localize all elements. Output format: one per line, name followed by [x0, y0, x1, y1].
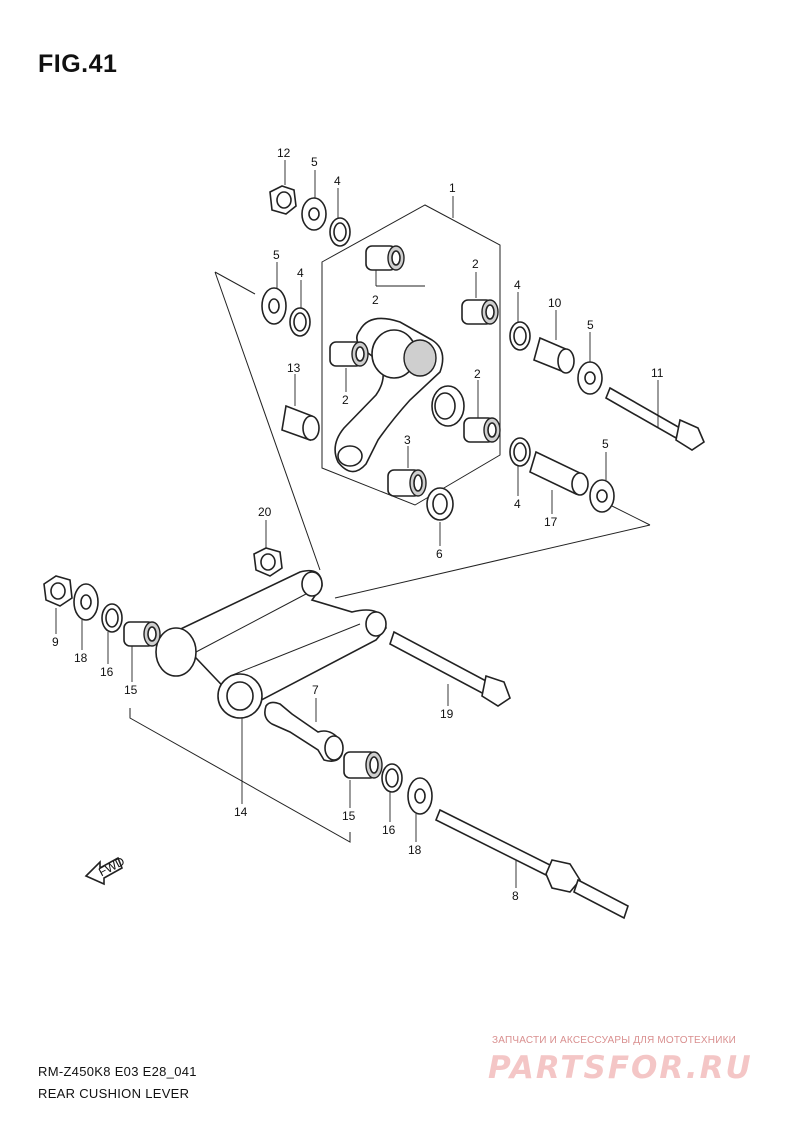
assembly-group-outline [321, 204, 501, 506]
callout-20: 20 [258, 505, 272, 519]
needle-bearing [461, 299, 499, 325]
fwd-arrow-icon: FWD [84, 854, 127, 886]
bolt [389, 630, 511, 707]
watermark-logo: PARTSFOR.RU [488, 1050, 753, 1086]
callout-4: 4 [334, 174, 341, 188]
callout-17: 17 [544, 515, 558, 529]
callout-19: 19 [440, 707, 454, 721]
bolt [604, 386, 705, 451]
callout-4: 4 [514, 497, 521, 511]
washer [407, 777, 433, 815]
through-bolt [434, 808, 629, 920]
washer [261, 287, 287, 325]
spacer [533, 336, 575, 374]
lock-nut [269, 185, 297, 215]
callout-7: 7 [312, 683, 319, 697]
callout-2: 2 [472, 257, 479, 271]
dust-seal [509, 437, 531, 467]
callout-15: 15 [342, 809, 356, 823]
washer [73, 583, 99, 621]
callout-11: 11 [651, 366, 664, 380]
callout-18: 18 [408, 843, 422, 857]
dust-seal [509, 321, 531, 351]
washer [589, 479, 615, 513]
dust-seal [329, 217, 351, 247]
callout-10: 10 [548, 296, 562, 310]
washer [301, 197, 327, 231]
collar-sleeve [264, 701, 344, 762]
lock-nut [43, 575, 73, 607]
needle-bearing [329, 341, 369, 367]
callout-2: 2 [372, 293, 379, 307]
needle-bearing [365, 245, 405, 271]
spacer-long [529, 450, 589, 496]
lower-bracket-outline [129, 708, 351, 843]
callout-1: 1 [449, 181, 456, 195]
cushion-rod [155, 569, 387, 719]
leader-lines [55, 160, 659, 888]
needle-bearing [463, 417, 501, 443]
needle-bearing [123, 621, 161, 647]
callout-13: 13 [287, 361, 301, 375]
callout-4: 4 [514, 278, 521, 292]
callout-6: 6 [436, 547, 443, 561]
callout-2: 2 [342, 393, 349, 407]
callout-16: 16 [382, 823, 396, 837]
needle-bearing [343, 751, 383, 779]
dust-seal [381, 763, 403, 793]
callout-14: 14 [234, 805, 248, 819]
callout-labels: 1 12 5 4 5 4 2 2 2 2 3 4 10 5 11 13 4 17… [52, 146, 664, 903]
callout-12: 12 [277, 146, 291, 160]
callout-5: 5 [587, 318, 594, 332]
fwd-label: FWD [96, 854, 127, 879]
callout-16: 16 [100, 665, 114, 679]
callout-9: 9 [52, 635, 59, 649]
upper-bracket-leader [214, 271, 651, 599]
spacer [281, 404, 320, 442]
dust-seal [289, 307, 311, 337]
lock-nut [253, 547, 283, 577]
callout-2: 2 [474, 367, 481, 381]
callout-5: 5 [602, 437, 609, 451]
callout-3: 3 [404, 433, 411, 447]
needle-bearing-lower [387, 469, 427, 497]
cushion-lever [334, 317, 465, 473]
callout-4: 4 [297, 266, 304, 280]
dust-seal [101, 603, 123, 633]
callout-8: 8 [512, 889, 519, 903]
oil-seal [426, 487, 454, 521]
callout-5: 5 [273, 248, 280, 262]
washer [577, 361, 603, 395]
callout-5: 5 [311, 155, 318, 169]
callout-18: 18 [74, 651, 88, 665]
diagram-name: REAR CUSHION LEVER [38, 1086, 190, 1101]
model-code: RM-Z450K8 E03 E28_041 [38, 1064, 197, 1079]
watermark-tagline: ЗАПЧАСТИ И АКСЕССУАРЫ ДЛЯ МОТОТЕХНИКИ [492, 1035, 737, 1046]
figure-title: FIG.41 [38, 50, 118, 78]
callout-15: 15 [124, 683, 138, 697]
